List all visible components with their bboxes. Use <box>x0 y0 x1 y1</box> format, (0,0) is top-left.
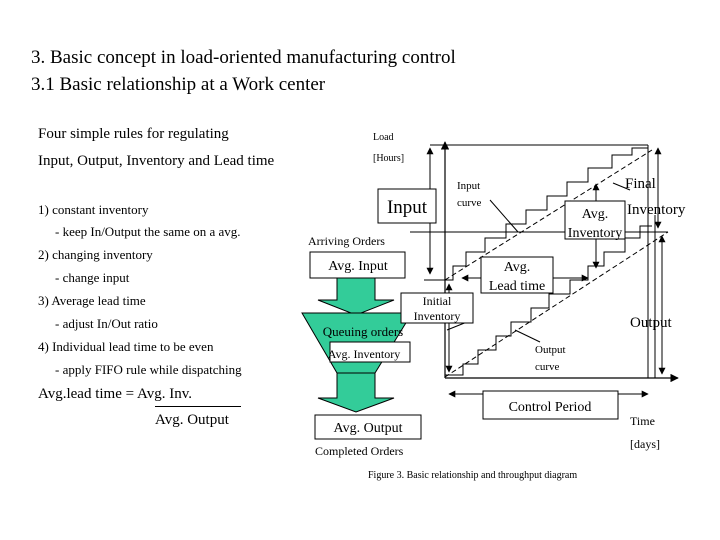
hours-label: [Hours] <box>373 153 404 164</box>
rule-3: 3) Average lead time <box>38 293 146 308</box>
input-curve-label-2: curve <box>457 197 482 209</box>
rule-2: 2) changing inventory <box>38 247 153 262</box>
completed-orders-label: Completed Orders <box>315 444 404 458</box>
formula-fraction-bar <box>155 406 241 407</box>
avg-inventory-box <box>564 200 626 240</box>
load-label: Load <box>373 132 394 143</box>
avg-inventory-label-1: Avg. <box>582 207 609 222</box>
control-period-box <box>482 390 619 420</box>
final-inventory-label-2: Inventory <box>627 202 686 218</box>
figure-caption: Figure 3. Basic relationship and through… <box>368 470 577 481</box>
input-curve-pointer <box>489 199 519 233</box>
queuing-orders-label: Queuing orders <box>323 324 404 339</box>
arrow-bottom <box>317 372 395 413</box>
arriving-orders-label: Arriving Orders <box>308 234 385 248</box>
arrow-top <box>317 276 395 316</box>
final-inventory-pointer <box>612 182 631 191</box>
avg-output-line <box>444 231 669 378</box>
avg-output-box <box>314 414 422 440</box>
time-label: Time <box>630 414 655 428</box>
title-line-2: 3.1 Basic relationship at a Work center <box>31 74 326 95</box>
avg-input-line <box>444 149 653 281</box>
title-line-1: 3. Basic concept in load-oriented manufa… <box>31 47 456 68</box>
formula-numerator: Avg.lead time = Avg. Inv. <box>38 386 192 402</box>
avg-lead-time-label-2: Lead time <box>489 279 545 294</box>
rule-4: 4) Individual lead time to be even <box>38 339 214 354</box>
input-curve <box>445 147 648 281</box>
output-label: Output <box>630 315 673 331</box>
output-curve <box>445 225 652 376</box>
output-curve-label-2: curve <box>535 361 560 373</box>
control-period-label: Control Period <box>509 400 592 415</box>
rules-intro-1: Four simple rules for regulating <box>38 126 229 142</box>
funnel-avg-inventory-label: Avg. Inventory <box>328 347 400 361</box>
input-label: Input <box>387 197 428 218</box>
avg-inventory-label-2: Inventory <box>568 226 622 241</box>
rules-intro-2: Input, Output, Inventory and Lead time <box>38 153 275 169</box>
output-curve-label-1: Output <box>535 344 566 356</box>
avg-input-label: Avg. Input <box>328 259 388 274</box>
output-curve-pointer <box>514 329 541 343</box>
initial-inventory-label-1: Initial <box>423 294 452 308</box>
initial-inventory-box <box>400 292 474 324</box>
input-curve-label-1: Input <box>457 180 480 192</box>
avg-lead-time-box <box>480 256 554 294</box>
rule-3-detail: - adjust In/Out ratio <box>55 316 158 331</box>
rule-2-detail: - change input <box>55 270 130 285</box>
avg-input-box <box>309 251 406 279</box>
input-box <box>377 188 437 224</box>
initial-inventory-label-2: Inventory <box>414 309 461 323</box>
avg-lead-time-label-1: Avg. <box>504 260 531 275</box>
funnel-avg-inventory-box <box>329 341 411 363</box>
days-label: [days] <box>630 437 660 451</box>
rule-4-detail: - apply FIFO rule while dispatching <box>55 362 242 377</box>
rule-1-detail: - keep In/Output the same on a avg. <box>55 224 241 239</box>
final-inventory-label-1: Final <box>625 176 656 192</box>
formula-denominator: Avg. Output <box>155 412 229 428</box>
avg-output-label: Avg. Output <box>334 421 403 436</box>
rule-1: 1) constant inventory <box>38 202 149 217</box>
